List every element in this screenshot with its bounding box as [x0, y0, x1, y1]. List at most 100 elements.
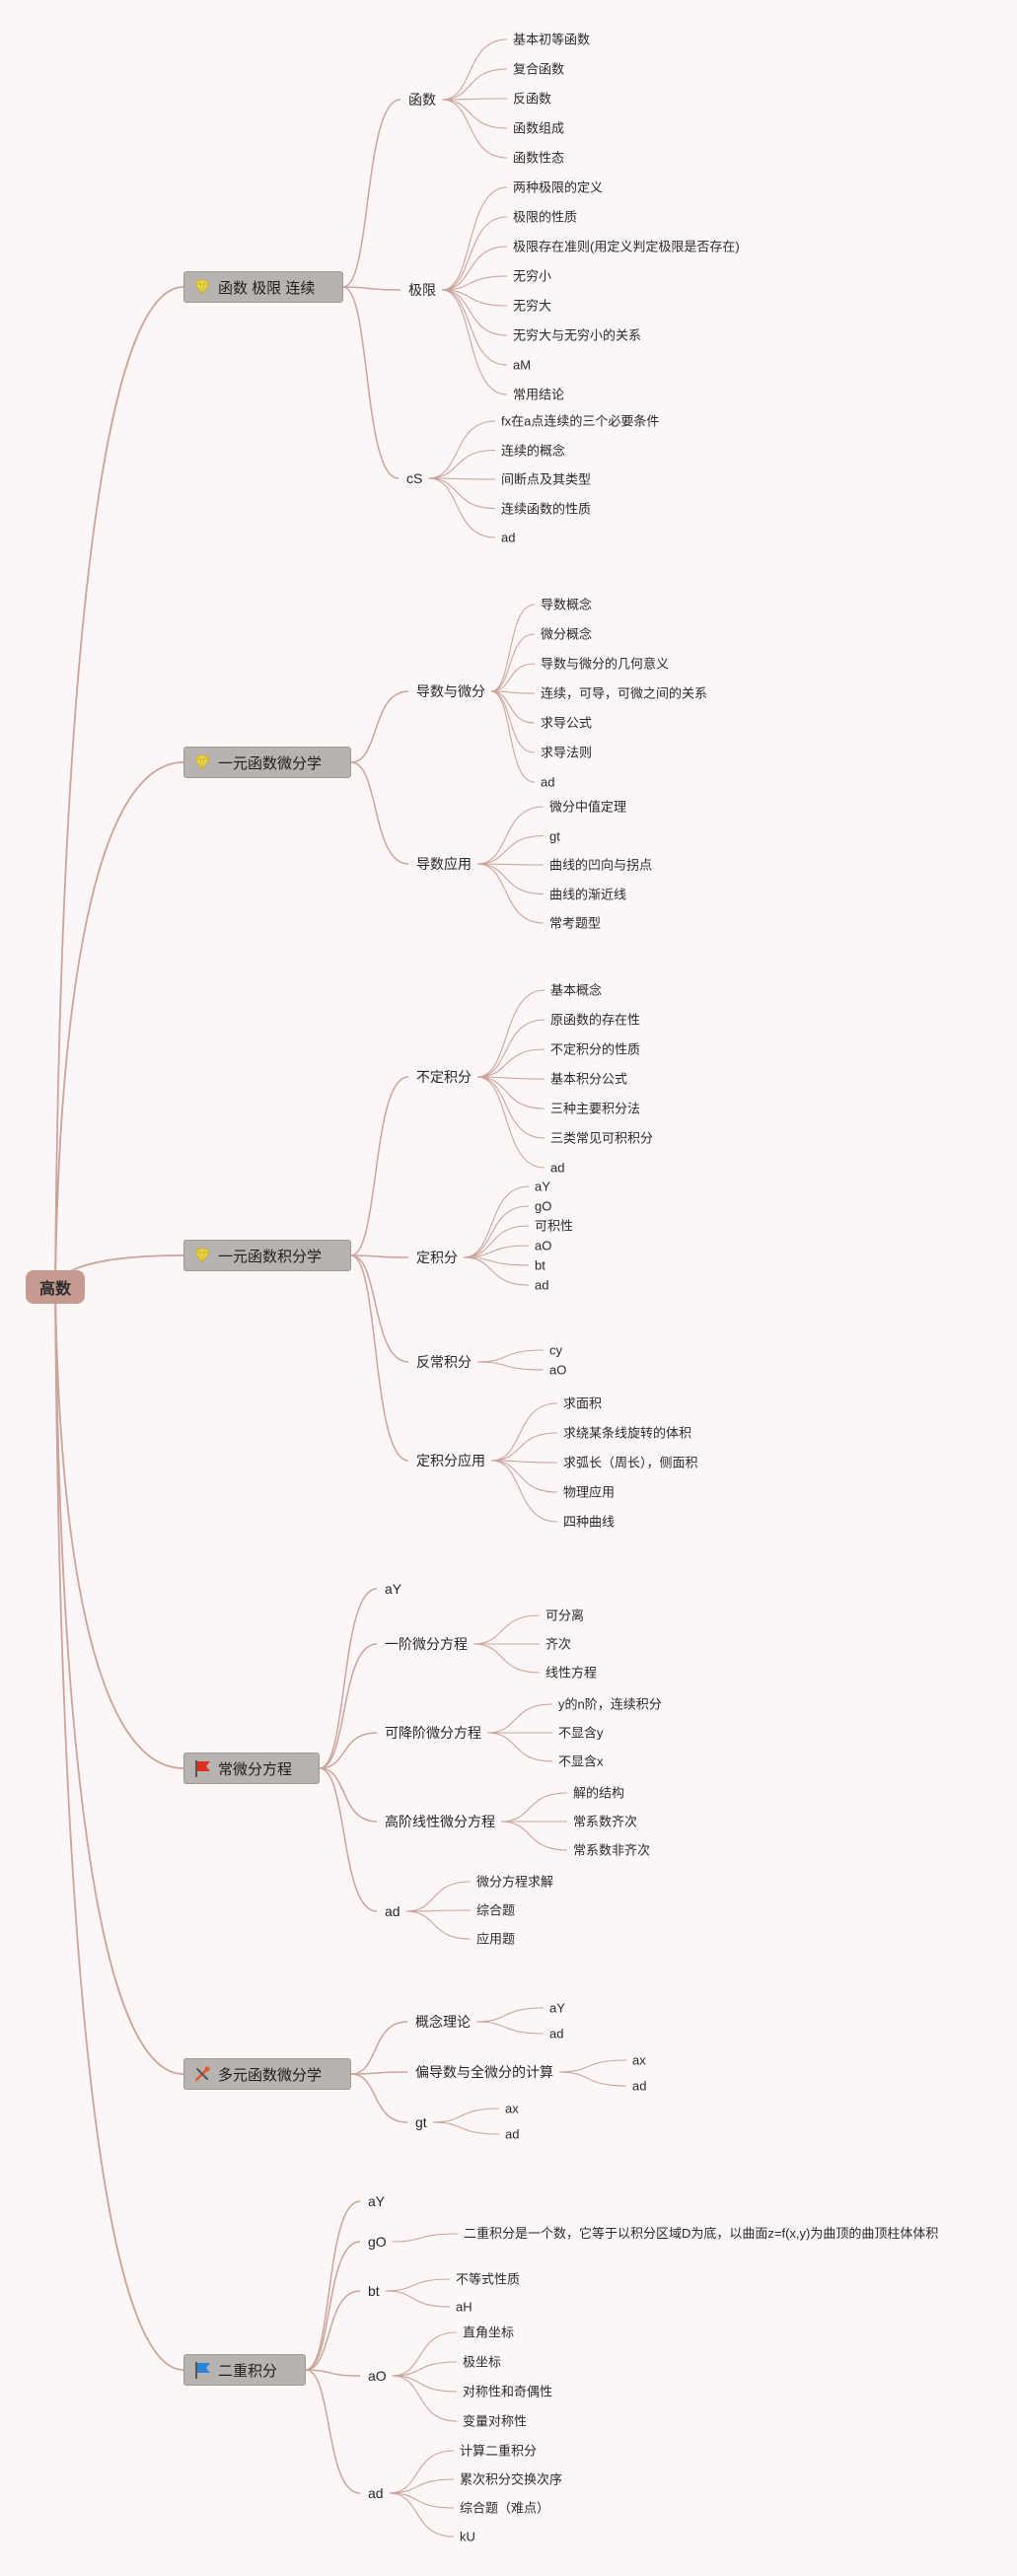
- leaf-item[interactable]: 求弧长（周长），侧面积: [563, 1455, 698, 1470]
- leaf-item[interactable]: ax: [505, 2101, 519, 2116]
- leaf-item[interactable]: ad: [501, 530, 516, 545]
- leaf-item[interactable]: 基本积分公式: [550, 1071, 628, 1087]
- leaf-item[interactable]: y的n阶，连续积分: [558, 1696, 662, 1712]
- topic-node[interactable]: 极限: [408, 282, 436, 298]
- leaf-item[interactable]: 解的结构: [573, 1785, 625, 1801]
- topic-node[interactable]: cS: [406, 470, 423, 486]
- leaf-item[interactable]: 复合函数: [513, 61, 565, 77]
- branch-node-double-integral[interactable]: 二重积分: [183, 2354, 306, 2386]
- branch-node-limits[interactable]: 函数 极限 连续: [183, 271, 343, 303]
- leaf-item[interactable]: kU: [460, 2529, 475, 2544]
- topic-node[interactable]: gO: [368, 2234, 387, 2250]
- leaf-item[interactable]: 极限存在准则(用定义判定极限是否存在): [513, 239, 740, 254]
- leaf-item[interactable]: 无穷大: [513, 298, 552, 314]
- topic-node[interactable]: 偏导数与全微分的计算: [415, 2064, 553, 2080]
- topic-node[interactable]: 导数与微分: [416, 683, 485, 699]
- leaf-item[interactable]: 无穷大与无穷小的关系: [513, 327, 642, 343]
- leaf-item[interactable]: 对称性和奇偶性: [463, 2384, 553, 2399]
- leaf-item[interactable]: 基本概念: [550, 982, 603, 998]
- topic-node[interactable]: aY: [385, 1581, 402, 1597]
- leaf-item[interactable]: 导数概念: [541, 597, 593, 612]
- topic-node[interactable]: aY: [368, 2193, 386, 2209]
- leaf-item[interactable]: ad: [549, 2026, 564, 2041]
- leaf-item[interactable]: 线性方程: [545, 1665, 598, 1681]
- leaf-item[interactable]: 计算二重积分: [460, 2443, 538, 2459]
- leaf-item[interactable]: 三种主要积分法: [550, 1101, 641, 1116]
- leaf-item[interactable]: 三类常见可积积分: [550, 1130, 654, 1146]
- topic-node[interactable]: ad: [368, 2485, 384, 2501]
- leaf-item[interactable]: 曲线的渐近线: [549, 887, 627, 901]
- leaf-item[interactable]: ax: [632, 2052, 646, 2068]
- leaf-item[interactable]: aO: [549, 1362, 567, 1378]
- leaf-item[interactable]: 连续的概念: [501, 443, 566, 458]
- leaf-item[interactable]: 物理应用: [563, 1484, 616, 1500]
- leaf-item[interactable]: ad: [550, 1160, 565, 1176]
- leaf-item[interactable]: 累次积分交换次序: [460, 2471, 563, 2487]
- leaf-item[interactable]: 常系数非齐次: [573, 1842, 651, 1858]
- branch-node-ode[interactable]: 常微分方程: [183, 1753, 320, 1784]
- leaf-item[interactable]: 可分离: [545, 1608, 585, 1623]
- leaf-item[interactable]: 微分方程求解: [476, 1874, 554, 1890]
- topic-node[interactable]: 函数: [408, 92, 436, 107]
- leaf-item[interactable]: 不显含y: [558, 1725, 604, 1741]
- leaf-item[interactable]: 导数与微分的几何意义: [541, 656, 670, 672]
- branch-node-differential[interactable]: 一元函数微分学: [183, 747, 351, 778]
- leaf-item[interactable]: 连续，可导，可微之间的关系: [541, 685, 708, 701]
- leaf-item[interactable]: 常系数齐次: [573, 1814, 638, 1829]
- topic-node[interactable]: gt: [415, 2114, 427, 2130]
- leaf-item[interactable]: 不等式性质: [456, 2271, 521, 2287]
- leaf-item[interactable]: 微分中值定理: [549, 799, 627, 815]
- leaf-item[interactable]: aH: [456, 2299, 472, 2315]
- leaf-item[interactable]: 求面积: [563, 1395, 603, 1411]
- leaf-item[interactable]: 齐次: [545, 1636, 572, 1652]
- leaf-item[interactable]: ad: [541, 774, 555, 790]
- leaf-item[interactable]: 四种曲线: [563, 1514, 616, 1530]
- leaf-item[interactable]: 变量对称性: [463, 2413, 528, 2429]
- leaf-item[interactable]: aY: [535, 1179, 550, 1194]
- leaf-item[interactable]: 求导法则: [541, 745, 593, 760]
- topic-node[interactable]: aO: [368, 2368, 387, 2384]
- topic-node[interactable]: 定积分: [416, 1250, 458, 1265]
- leaf-item[interactable]: 连续函数的性质: [501, 501, 592, 516]
- leaf-item[interactable]: 不定积分的性质: [550, 1041, 641, 1057]
- topic-node[interactable]: 反常积分: [416, 1354, 472, 1370]
- leaf-item[interactable]: 极坐标: [463, 2354, 502, 2370]
- leaf-item[interactable]: 综合题（难点）: [460, 2500, 550, 2516]
- leaf-item[interactable]: 函数性态: [513, 150, 565, 166]
- leaf-item[interactable]: ad: [505, 2126, 520, 2142]
- leaf-item[interactable]: aO: [535, 1238, 552, 1253]
- leaf-item[interactable]: 原函数的存在性: [550, 1012, 641, 1028]
- root-node[interactable]: 高数: [26, 1270, 85, 1304]
- topic-node[interactable]: 定积分应用: [416, 1453, 485, 1468]
- branch-node-multivariable[interactable]: 多元函数微分学: [183, 2058, 351, 2090]
- leaf-item[interactable]: bt: [535, 1257, 545, 1273]
- topic-node[interactable]: 可降阶微分方程: [385, 1725, 481, 1741]
- leaf-item[interactable]: fx在a点连续的三个必要条件: [501, 413, 660, 429]
- topic-node[interactable]: 一阶微分方程: [385, 1636, 468, 1652]
- leaf-item[interactable]: 应用题: [476, 1931, 516, 1947]
- leaf-item[interactable]: gO: [535, 1198, 552, 1214]
- leaf-item[interactable]: aY: [549, 2000, 565, 2016]
- leaf-item[interactable]: 基本初等函数: [513, 32, 591, 47]
- leaf-item[interactable]: aM: [513, 357, 532, 373]
- topic-node[interactable]: 高阶线性微分方程: [385, 1814, 495, 1829]
- leaf-item[interactable]: cy: [549, 1342, 562, 1358]
- leaf-item[interactable]: 不显含x: [558, 1753, 604, 1769]
- leaf-item[interactable]: 求导公式: [541, 715, 593, 731]
- leaf-item[interactable]: 两种极限的定义: [513, 179, 604, 195]
- leaf-item[interactable]: ad: [632, 2078, 647, 2094]
- leaf-item[interactable]: ad: [535, 1277, 549, 1293]
- leaf-item[interactable]: 反函数: [513, 91, 552, 107]
- leaf-item[interactable]: 间断点及其类型: [501, 471, 592, 487]
- topic-node[interactable]: ad: [385, 1903, 400, 1919]
- leaf-item[interactable]: 可积性: [535, 1218, 574, 1234]
- topic-node[interactable]: bt: [368, 2283, 380, 2299]
- leaf-item[interactable]: 无穷小: [513, 268, 552, 284]
- leaf-item[interactable]: 函数组成: [513, 120, 565, 136]
- leaf-item[interactable]: gt: [549, 828, 560, 843]
- leaf-item[interactable]: 常用结论: [513, 387, 565, 402]
- branch-node-integral[interactable]: 一元函数积分学: [183, 1240, 351, 1271]
- leaf-item[interactable]: 直角坐标: [463, 2325, 515, 2340]
- leaf-item[interactable]: 极限的性质: [513, 209, 578, 225]
- leaf-item[interactable]: 求绕某条线旋转的体积: [563, 1425, 692, 1441]
